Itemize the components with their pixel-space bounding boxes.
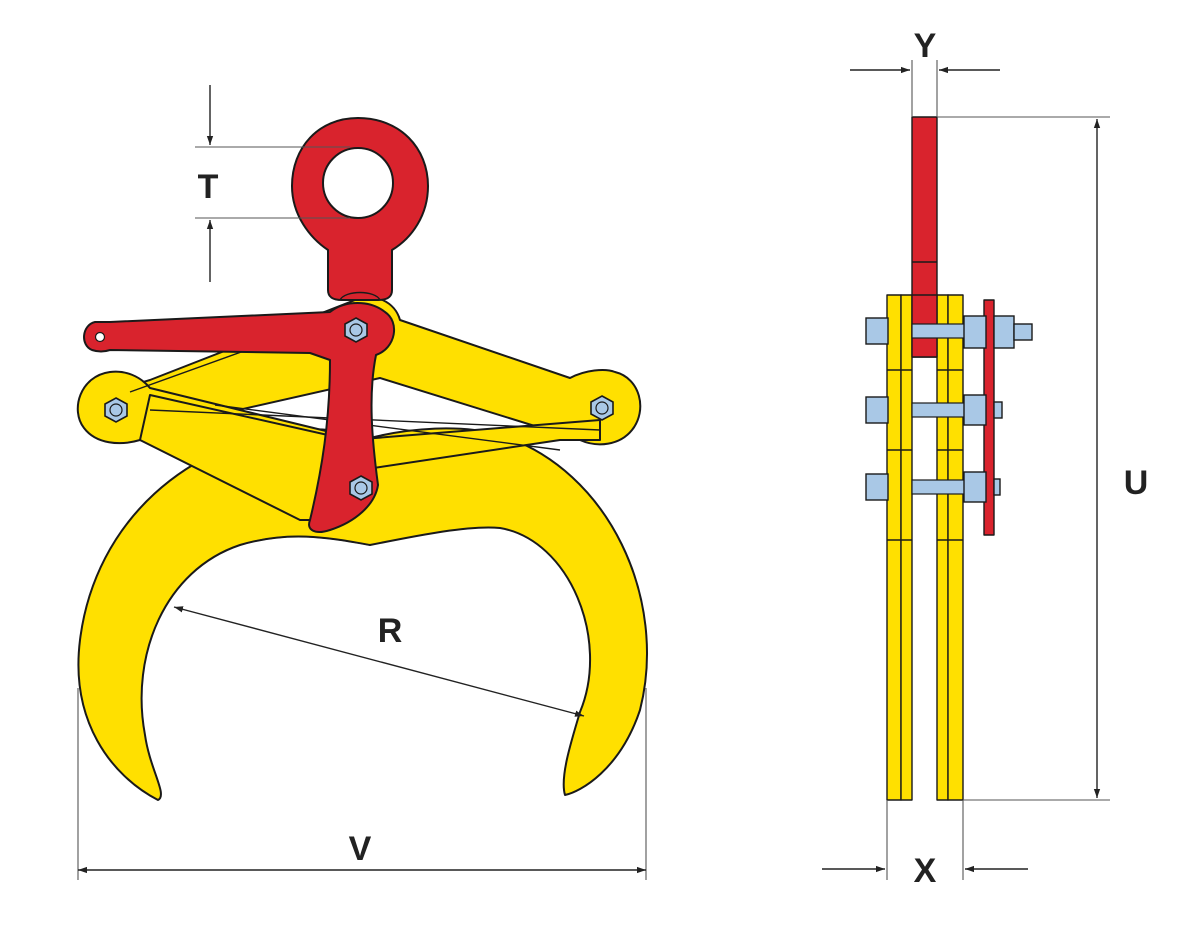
bolt-shank-icon <box>865 394 1003 426</box>
dimension-label-y: Y <box>914 27 937 65</box>
hex-bolt-icon <box>349 475 373 501</box>
dimension-label-x: X <box>914 852 937 890</box>
dimension-x: X <box>822 800 1028 890</box>
front-view: T R V <box>76 85 648 880</box>
dimension-y: Y <box>850 27 1000 117</box>
lower-jaw <box>77 427 648 801</box>
bolt-shank-icon <box>865 315 1033 349</box>
dimension-r: R <box>173 606 585 717</box>
dimension-label-u: U <box>1124 464 1149 502</box>
upper-arm-right <box>109 296 642 446</box>
dimension-t: T <box>195 85 350 282</box>
dimension-label-t: T <box>198 168 219 206</box>
hex-bolt-icon <box>104 397 128 423</box>
side-view: Y U X <box>822 27 1148 890</box>
hex-bolt-icon <box>590 395 614 421</box>
hex-bolt-icon <box>344 317 368 343</box>
jaw-plate-left-inner <box>900 294 913 801</box>
bolt-shank-icon <box>865 471 1001 503</box>
jaw-plate-right-outer <box>947 294 964 801</box>
dimension-u: U <box>937 116 1149 801</box>
jaw-plate-left-outer <box>886 294 902 801</box>
eye-hole <box>322 147 394 219</box>
jaw-plate-right-inner <box>936 294 949 801</box>
dimension-label-r: R <box>378 612 403 650</box>
dimension-label-v: V <box>349 830 372 868</box>
lever-hole <box>94 331 106 343</box>
dimension-v: V <box>77 688 647 880</box>
